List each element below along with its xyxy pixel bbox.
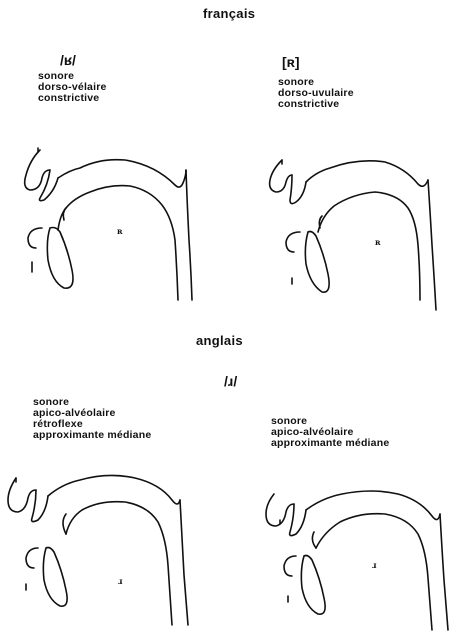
tongue-tip [312, 532, 316, 548]
upper-incisor [290, 504, 306, 536]
english-right-glyph: ɹ [372, 560, 377, 570]
lower-lip [284, 556, 296, 576]
lower-jaw [301, 556, 325, 615]
palate [306, 491, 440, 520]
pharynx-wall [440, 514, 448, 630]
tongue [316, 514, 432, 630]
